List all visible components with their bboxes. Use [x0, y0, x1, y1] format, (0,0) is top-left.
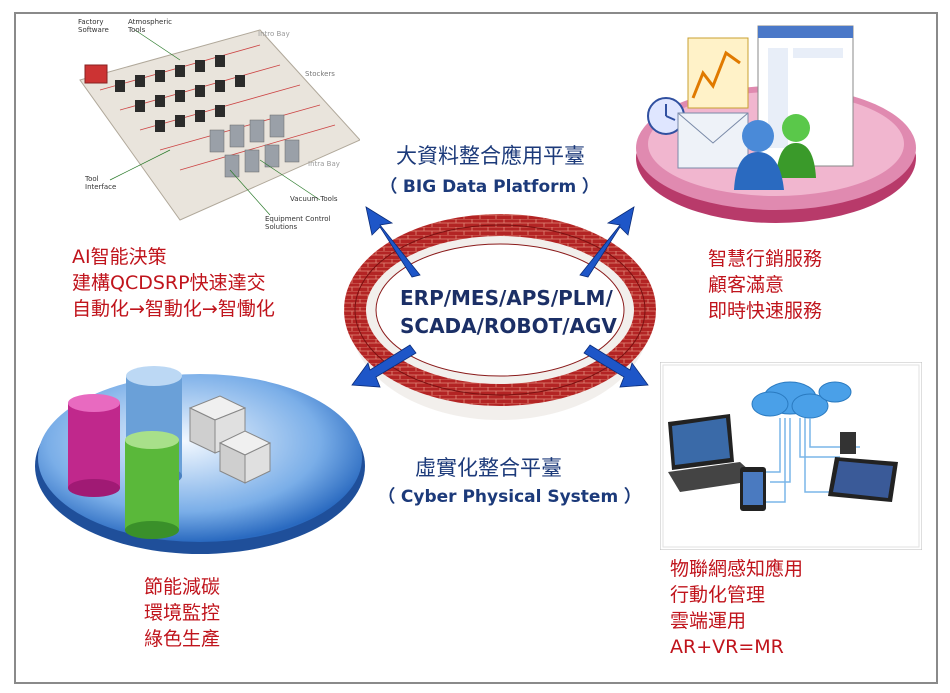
bottom-right-line-3: 雲端運用 [670, 610, 747, 632]
ring-systems-line-2: SCADA/ROBOT/AGV [400, 314, 617, 338]
factory-label: Atmospheric Tools [128, 18, 173, 34]
top-left-line-3: 自動化→智動化→智慟化 [72, 298, 275, 320]
ring-systems-line-1: ERP/MES/APS/PLM/ [400, 286, 613, 310]
bottom-right-line-2: 行動化管理 [670, 584, 766, 606]
factory-layout-illustration [79, 29, 360, 221]
factory-label: Intro Bay [258, 30, 290, 38]
factory-label: Stockers [305, 70, 335, 78]
factory-label: Factory Software [78, 18, 109, 34]
factory-label: Intra Bay [308, 160, 340, 168]
marketing-service-illustration [636, 25, 916, 223]
big-data-platform-subtitle: （ BIG Data Platform ） [380, 177, 600, 197]
bottom-left-line-2: 環境監控 [144, 602, 221, 624]
cps-platform-title: 虛實化整合平臺 [415, 456, 562, 480]
top-right-line-2: 顧客滿意 [708, 274, 785, 296]
bottom-left-line-1: 節能減碳 [144, 576, 221, 598]
big-data-platform-title: 大資料整合應用平臺 [396, 144, 585, 168]
top-right-line-3: 即時快速服務 [708, 300, 823, 322]
bottom-right-line-1: 物聯網感知應用 [670, 558, 804, 580]
top-right-line-1: 智慧行銷服務 [708, 248, 823, 270]
factory-label: Tool Interface [85, 175, 117, 191]
brick-ring-illustration [344, 206, 656, 420]
cps-platform-subtitle: （ Cyber Physical System ） [378, 487, 642, 507]
database-disc-illustration [35, 366, 365, 554]
top-left-line-2: 建構QCDSRP快速達交 [72, 272, 266, 294]
top-left-line-1: AI智能決策 [72, 246, 167, 268]
bottom-right-line-4: AR+VR=MR [670, 636, 784, 658]
factory-label: Vacuum Tools [290, 195, 338, 203]
iot-cloud-devices-illustration [660, 362, 922, 550]
bottom-left-line-3: 綠色生產 [144, 628, 221, 650]
factory-label: Equipment Control Solutions [265, 215, 331, 231]
